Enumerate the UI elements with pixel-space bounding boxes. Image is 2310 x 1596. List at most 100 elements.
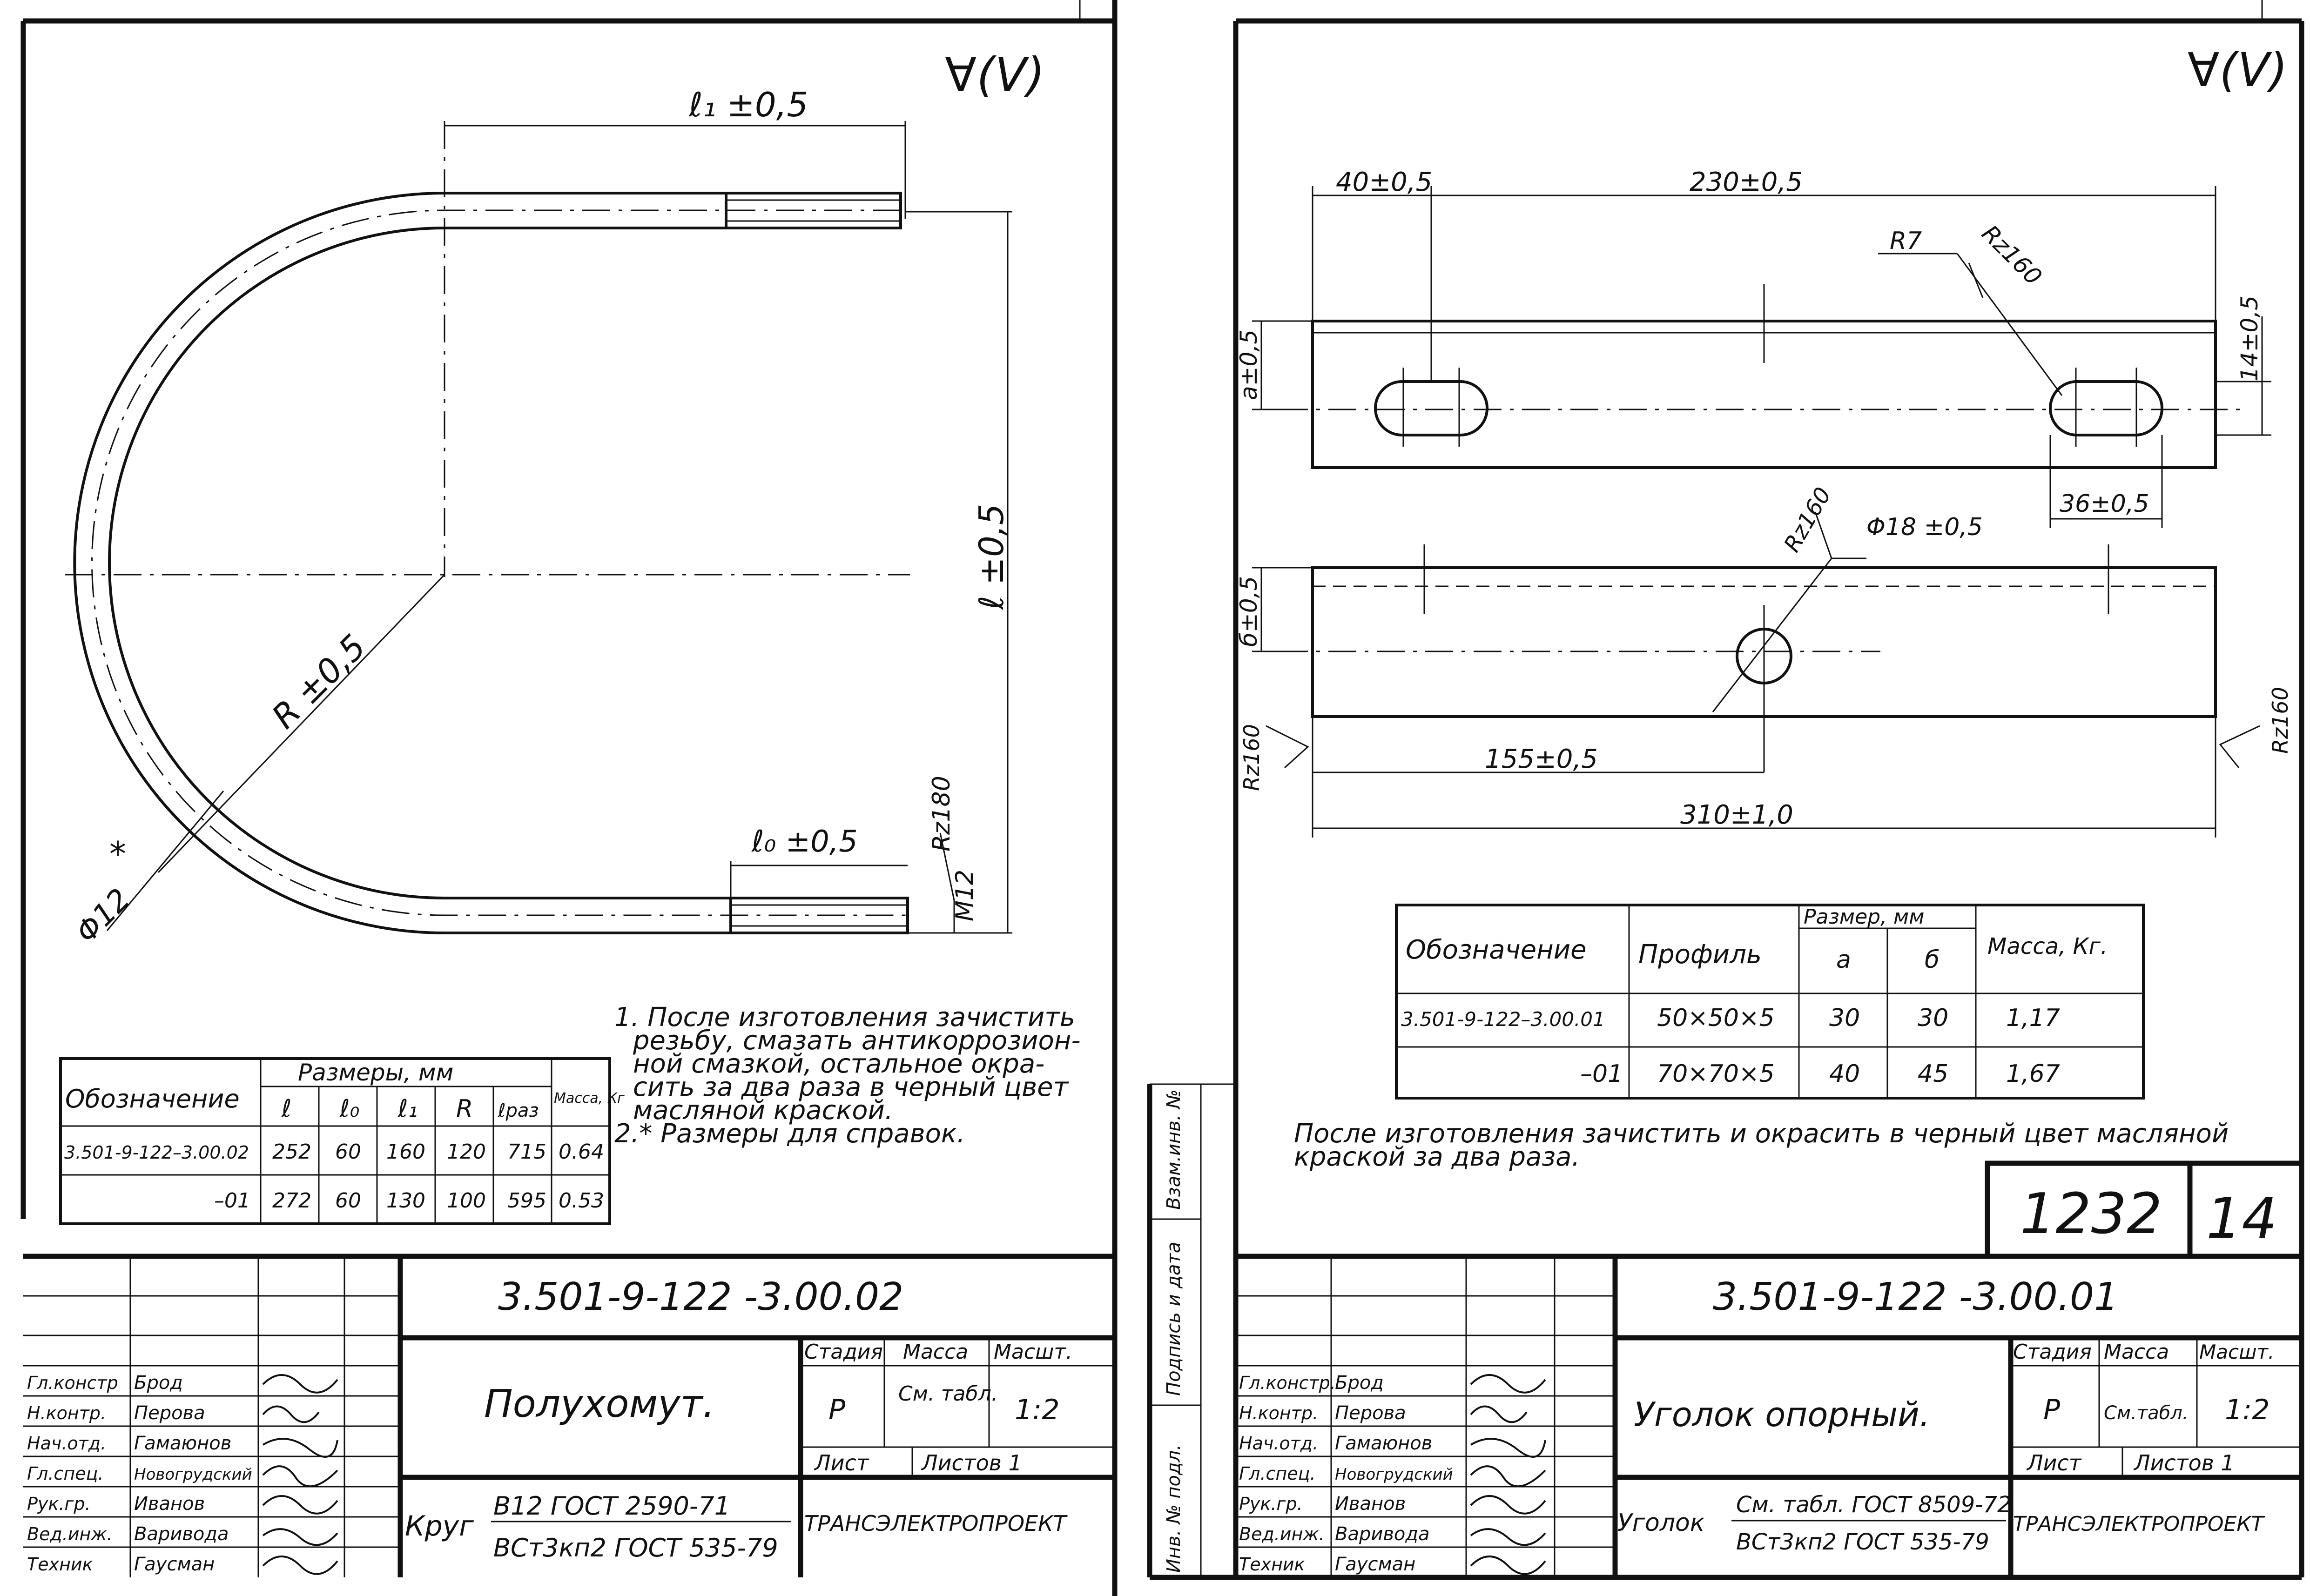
right-signer-role: Н.контр. <box>1239 1403 1318 1423</box>
dim-310: 310±1,0 <box>1680 800 1793 830</box>
left-scale: 1:2 <box>1015 1394 1060 1426</box>
right-table-col: а <box>1836 946 1851 974</box>
right-table-cell: 70×70×5 <box>1657 1060 1775 1088</box>
right-sheet-frame <box>1147 0 2304 1580</box>
dim-Rz160-right: Rz160 <box>2268 687 2293 754</box>
left-table-cell: –01 <box>214 1189 250 1213</box>
left-signer-name: Новогрудский <box>134 1465 252 1484</box>
left-table <box>59 1057 611 1225</box>
left-table-cell: 715 <box>507 1140 546 1164</box>
dim-l1: ℓ₁ ±0,5 <box>688 85 808 124</box>
right-signer-role: Рук.гр. <box>1239 1494 1303 1514</box>
right-signer-name: Новогрудский <box>1335 1465 1453 1484</box>
dim-Rz160-top: Rz160 <box>1977 220 2047 290</box>
left-part-name: Полухомут. <box>484 1382 715 1426</box>
right-material-kind: Уголок <box>1617 1509 1705 1537</box>
right-title-block <box>1236 1254 2302 1577</box>
right-table-cell: 30 <box>1829 1004 1860 1032</box>
angle-side-view <box>1252 511 2260 838</box>
left-sheets-label: Листов 1 <box>921 1450 1022 1475</box>
right-table-cell: –01 <box>1580 1060 1623 1088</box>
angle-plan-view <box>1252 186 2271 528</box>
dim-phi18: Φ18 ±0,5 <box>1866 513 1983 541</box>
left-signer-role: Нач.отд. <box>27 1433 106 1454</box>
left-signer-role: Вед.инж. <box>27 1524 113 1544</box>
right-table-cell: 3.501-9-122–3.00.01 <box>1401 1008 1605 1031</box>
left-roughness-mark: ∀(V) <box>945 47 1045 102</box>
left-signer-role: Гл.констр <box>27 1373 118 1393</box>
right-table-col: б <box>1925 946 1940 974</box>
dim-l0: ℓ₀ ±0,5 <box>751 825 858 859</box>
dim-b: б±0,5 <box>1235 576 1262 647</box>
right-table-cell: 50×50×5 <box>1657 1004 1775 1032</box>
left-stage: Р <box>828 1394 846 1426</box>
left-note-line: 1. После изготовления зачистить <box>614 1002 1075 1033</box>
left-table-cell: 130 <box>386 1189 425 1213</box>
right-mass: См.табл. <box>2104 1402 2189 1424</box>
right-table-cell: 1,67 <box>2006 1060 2060 1088</box>
left-table-cell: 60 <box>335 1189 361 1213</box>
left-table-header-designation: Обозначение <box>65 1084 240 1113</box>
left-signer-role: Рук.гр. <box>27 1494 91 1514</box>
dim-M12: M12 <box>951 870 979 921</box>
dim-R: R ±0,5 <box>264 627 374 736</box>
right-signer-role: Гл.спец. <box>1239 1463 1316 1484</box>
right-signer-name: Гамаюнов <box>1335 1433 1432 1454</box>
left-title-block <box>23 1254 1115 1577</box>
dim-14: 14±0,5 <box>2236 295 2263 382</box>
right-table-header-profile: Профиль <box>1638 939 1762 970</box>
album-number: 1232 <box>2020 1182 2162 1247</box>
dim-36: 36±0,5 <box>2060 490 2149 518</box>
left-table-cell: 252 <box>272 1140 311 1164</box>
left-table-cell: 100 <box>447 1189 486 1213</box>
right-stage: Р <box>2043 1394 2061 1426</box>
dim-phi: Φ12 <box>69 882 137 950</box>
dim-star: * <box>109 834 126 873</box>
left-table-cell: 3.501-9-122–3.00.02 <box>64 1142 249 1163</box>
left-signer-role: Н.контр. <box>27 1403 106 1423</box>
left-table-header-mass: Масса, Кг <box>554 1090 625 1106</box>
right-roughness-mark: ∀(V) <box>2188 43 2288 97</box>
left-signer-name: Гамаюнов <box>134 1433 231 1454</box>
right-note-line: краской за два раза. <box>1294 1142 1580 1172</box>
right-doc-number: 3.501-9-122 -3.00.01 <box>1713 1275 2118 1319</box>
left-sheet-label: Лист <box>814 1450 869 1475</box>
right-signatures <box>1470 1374 1546 1575</box>
left-note-line: ной смазкой, остальное окра- <box>633 1049 1044 1079</box>
right-signer-role: Техник <box>1239 1554 1305 1575</box>
left-signer-name: Брод <box>134 1372 183 1394</box>
left-table-col: R <box>456 1095 473 1123</box>
right-table <box>1395 904 2145 1100</box>
right-signer-name: Перова <box>1335 1402 1406 1424</box>
right-sheet-label: Лист <box>2026 1450 2082 1475</box>
left-table-cell: 120 <box>447 1140 486 1164</box>
left-signer-name: Перова <box>134 1402 205 1424</box>
left-table-cell: 0.64 <box>559 1140 604 1164</box>
dim-a: a±0,5 <box>1235 329 1262 400</box>
left-table-cell: 160 <box>386 1140 425 1164</box>
left-scale-label: Масшт. <box>994 1340 1072 1364</box>
dim-155: 155±0,5 <box>1485 744 1598 774</box>
right-sheets-label: Листов 1 <box>2133 1450 2235 1475</box>
left-table-header-sizes: Размеры, мм <box>298 1059 453 1086</box>
left-signer-role: Гл.спец. <box>27 1463 104 1484</box>
u-bolt-view <box>65 121 1012 934</box>
right-scale: 1:2 <box>2225 1394 2270 1426</box>
right-signer-role: Вед.инж. <box>1239 1524 1325 1544</box>
right-org: ТРАНСЭЛЕКТРОПРОЕКТ <box>2013 1512 2265 1536</box>
dim-230: 230±0,5 <box>1690 167 1803 197</box>
right-signer-name: Иванов <box>1335 1493 1406 1515</box>
left-signer-name: Иванов <box>134 1493 205 1515</box>
side-stamp-1: Взам.инв. № <box>1163 1089 1185 1210</box>
left-sheet-frame <box>20 0 1118 1596</box>
left-stage-label: Стадия <box>804 1340 883 1364</box>
left-notes: 1. После изготовления зачистить резьбу, … <box>614 1002 1081 1149</box>
right-table-cell: 45 <box>1918 1060 1948 1088</box>
dim-Rz160-left: Rz160 <box>1239 724 1264 791</box>
left-signatures <box>262 1374 338 1575</box>
right-part-name: Уголок опорный. <box>1634 1395 1930 1434</box>
left-table-col: ℓраз <box>498 1100 539 1121</box>
side-stamp-2: Подпись и дата <box>1163 1242 1185 1396</box>
right-material-line1: См. табл. ГОСТ 8509-72 <box>1736 1492 2012 1518</box>
